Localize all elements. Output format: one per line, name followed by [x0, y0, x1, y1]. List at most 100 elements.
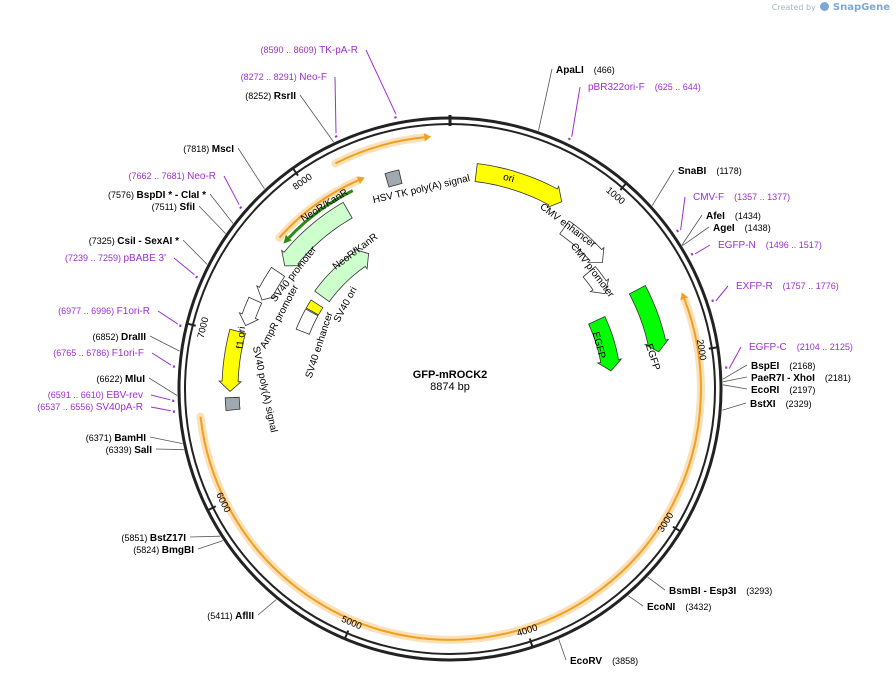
enzyme-label[interactable]: (7511) SfiI	[152, 202, 196, 213]
primer-label[interactable]: (7239 .. 7259) pBABE 3'	[65, 253, 166, 264]
enzyme-name: EcoRI	[751, 385, 780, 396]
primer-range: (6977 .. 6996)	[58, 306, 117, 316]
enzyme-leader[interactable]	[682, 215, 702, 245]
enzyme-position: (6339)	[106, 445, 135, 455]
enzyme-name: BspEI	[751, 361, 780, 372]
primer-name: EGFP-N	[718, 240, 756, 251]
enzyme-label[interactable]: (7818) MscI	[183, 144, 234, 155]
primer-name: F1ori-F	[112, 348, 144, 359]
enzyme-position: (5851)	[121, 533, 150, 543]
primer-leader[interactable]	[158, 311, 178, 324]
enzyme-leader[interactable]	[723, 377, 747, 382]
primer-label[interactable]: EGFP-N(1496 .. 1517)	[718, 240, 822, 251]
primer-label[interactable]: pBR322ori-F(625 .. 644)	[588, 82, 701, 93]
primer-name: pBABE 3'	[124, 253, 167, 264]
primer-leader[interactable]	[335, 77, 336, 133]
enzyme-label[interactable]: (6622) MluI	[96, 374, 145, 385]
enzyme-label[interactable]: SnaBI(1178)	[678, 166, 742, 177]
enzyme-leader[interactable]	[199, 206, 226, 234]
primer-label[interactable]: EXFP-R(1757 .. 1776)	[736, 281, 839, 292]
enzyme-name: EcoNI	[647, 602, 676, 613]
enzyme-leader[interactable]	[150, 336, 180, 351]
enzyme-position: (466)	[594, 65, 615, 75]
enzyme-name: AflII	[235, 611, 254, 622]
enzyme-name: BstXI	[750, 399, 776, 410]
enzyme-label[interactable]: (6339) SalI	[106, 445, 153, 456]
enzyme-label[interactable]: EcoRV(3858)	[570, 656, 638, 667]
enzyme-leader[interactable]	[190, 536, 220, 537]
enzyme-leader[interactable]	[198, 541, 223, 549]
enzyme-label[interactable]: (7325) CsiI - SexAI *	[89, 236, 179, 247]
enzyme-leader[interactable]	[156, 449, 184, 450]
enzyme-label[interactable]: (6852) DraIII	[92, 332, 146, 343]
enzyme-label[interactable]: (5824) BmgBI	[133, 545, 194, 556]
primer-label[interactable]: CMV-F(1357 .. 1377)	[693, 192, 790, 203]
enzyme-label[interactable]: (8252) RsrII	[245, 91, 296, 102]
enzyme-label[interactable]: PaeR7I - XhoI(2181)	[751, 373, 851, 384]
enzyme-label[interactable]: BspEI(2168)	[751, 361, 815, 372]
primer-leader[interactable]	[366, 50, 396, 114]
enzyme-label[interactable]: (5411) AflII	[207, 611, 254, 622]
primer-leader[interactable]	[681, 197, 685, 230]
enzyme-position: (6622)	[96, 374, 125, 384]
enzyme-name: BspDI * - ClaI *	[137, 190, 207, 201]
primer-label[interactable]: (6977 .. 6996) F1ori-R	[58, 306, 150, 317]
primer-label[interactable]: (6591 .. 6610) EBV-rev	[48, 390, 143, 401]
primer-name: pBR322ori-F	[588, 82, 645, 93]
primer-leader[interactable]	[729, 347, 741, 369]
primer-name: EBV-rev	[106, 390, 143, 401]
ring-tick-label: 6000	[213, 491, 232, 515]
enzyme-label[interactable]: EcoNI(3432)	[647, 602, 711, 613]
enzyme-leader[interactable]	[722, 403, 746, 410]
enzyme-leader[interactable]	[210, 194, 233, 223]
enzyme-leader[interactable]	[238, 148, 264, 189]
enzyme-leader[interactable]	[559, 639, 566, 660]
primer-label[interactable]: (7662 .. 7681) Neo-R	[129, 171, 216, 182]
primer-leader[interactable]	[152, 353, 171, 365]
enzyme-label[interactable]: EcoRI(2197)	[751, 385, 815, 396]
primer-range: (7662 .. 7681)	[129, 171, 188, 181]
enzyme-label[interactable]: BstXI(2329)	[750, 399, 812, 410]
primer-name: EGFP-C	[749, 342, 787, 353]
primer-leader[interactable]	[151, 407, 171, 411]
enzyme-leader[interactable]	[539, 69, 553, 131]
enzyme-position: (5411)	[207, 611, 235, 621]
enzyme-leader[interactable]	[723, 385, 747, 389]
enzyme-leader[interactable]	[300, 95, 334, 142]
enzyme-leader[interactable]	[183, 240, 207, 264]
primer-label[interactable]: (6537 .. 6556) SV40pA-R	[37, 402, 143, 413]
enzyme-leader[interactable]	[258, 600, 276, 615]
enzyme-position: (6371)	[86, 433, 115, 443]
primer-leader[interactable]	[572, 87, 580, 137]
enzyme-label[interactable]: ApaLI(466)	[556, 65, 615, 76]
feature-label-sv40-polya: SV40 poly(A) signal	[250, 345, 279, 433]
primer-label[interactable]: (6765 .. 6786) F1ori-F	[53, 348, 144, 359]
enzyme-leader[interactable]	[150, 437, 183, 444]
enzyme-leader[interactable]	[648, 577, 665, 590]
enzyme-label[interactable]: BsmBI - Esp3I(3293)	[669, 586, 772, 597]
enzyme-leader[interactable]	[149, 378, 177, 396]
enzyme-position: (7818)	[183, 144, 212, 154]
feature-ori	[475, 164, 562, 208]
primer-leader[interactable]	[174, 258, 194, 275]
enzyme-label[interactable]: AfeI(1434)	[706, 211, 761, 222]
enzyme-label[interactable]: (7576) BspDI * - ClaI *	[108, 190, 206, 201]
enzyme-leader[interactable]	[682, 227, 709, 246]
enzyme-name: MluI	[125, 374, 145, 385]
primer-mark	[196, 276, 197, 278]
enzyme-leader[interactable]	[652, 170, 674, 206]
primer-leader[interactable]	[224, 176, 239, 205]
primer-leader[interactable]	[695, 245, 710, 254]
enzyme-label[interactable]: (6371) BamHI	[86, 433, 146, 444]
plasmid-length: 8874 bp	[430, 381, 470, 393]
enzyme-position: (1178)	[716, 166, 741, 176]
primer-leader[interactable]	[151, 395, 170, 400]
primer-label[interactable]: (8590 .. 8609) TK-pA-R	[261, 45, 358, 56]
enzyme-label[interactable]: AgeI(1438)	[713, 223, 771, 234]
enzyme-leader[interactable]	[628, 596, 643, 606]
enzyme-label[interactable]: (5851) BstZ17I	[121, 533, 186, 544]
primer-label[interactable]: (8272 .. 8291) Neo-F	[241, 72, 327, 83]
primer-leader[interactable]	[716, 286, 728, 301]
primer-label[interactable]: EGFP-C(2104 .. 2125)	[749, 342, 853, 353]
